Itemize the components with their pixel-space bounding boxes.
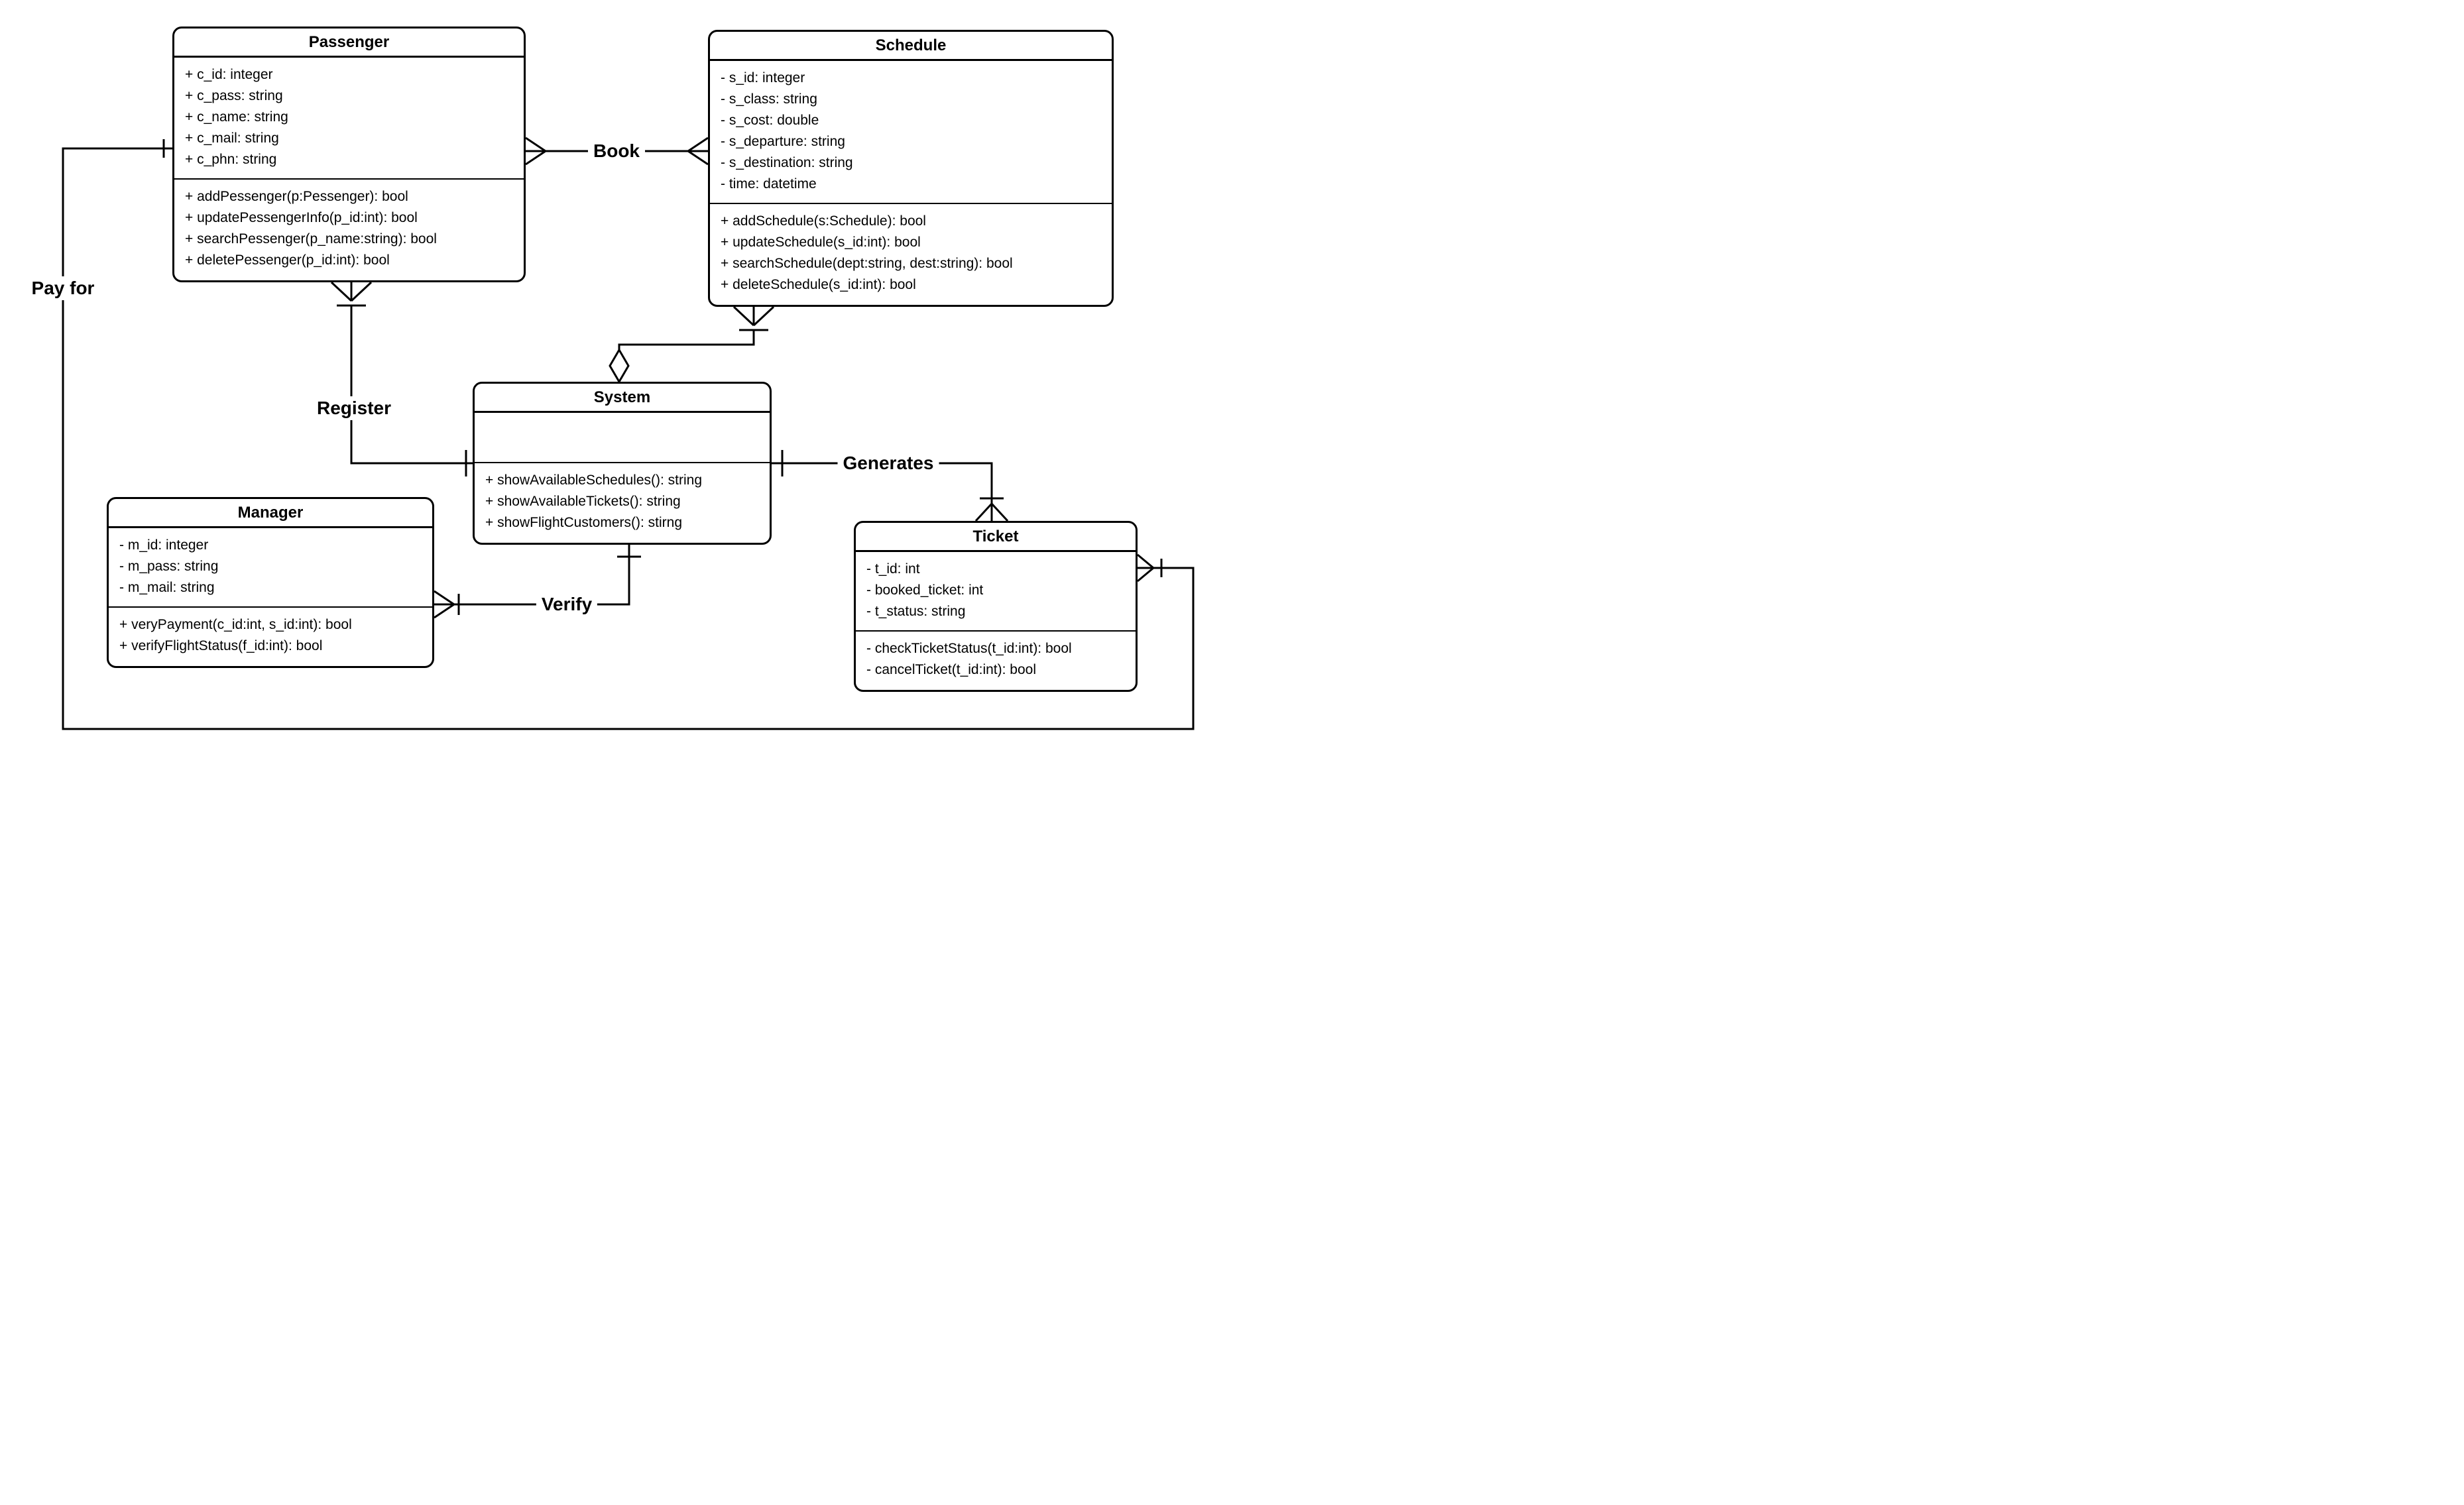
register-line bbox=[350, 306, 473, 465]
verify-relationship bbox=[434, 545, 641, 619]
method-row: + verifyFlightStatus(f_id:int): bool bbox=[119, 638, 323, 653]
attribute-row: - booked_ticket: int bbox=[866, 583, 984, 598]
method-row: + updatePessengerInfo(p_id:int): bool bbox=[185, 210, 418, 225]
passenger-attributes-section: + c_id: integer + c_pass: string + c_nam… bbox=[174, 58, 524, 180]
uml-class-diagram: Passenger + c_id: integer + c_pass: stri… bbox=[0, 0, 1232, 753]
ticket-attributes-section: - t_id: int - booked_ticket: int - t_sta… bbox=[856, 552, 1136, 632]
manager-methods-section: + veryPayment(c_id:int, s_id:int): bool … bbox=[109, 608, 432, 666]
method-row: + updateSchedule(s_id:int): bool bbox=[721, 235, 921, 250]
method-row: + deletePessenger(p_id:int): bool bbox=[185, 252, 390, 268]
crowfoot-many-passenger-bottom-icon bbox=[330, 281, 373, 302]
schedule-methods-section: + addSchedule(s:Schedule): bool + update… bbox=[710, 204, 1112, 305]
pay-for-relationship bbox=[62, 139, 1195, 730]
crowfoot-many-passenger-icon bbox=[525, 137, 546, 166]
schedule-class-title: Schedule bbox=[710, 32, 1112, 61]
manager-class-title: Manager bbox=[109, 499, 432, 528]
method-row: + showAvailableSchedules(): string bbox=[485, 473, 703, 488]
system-attributes-section bbox=[475, 413, 770, 463]
ticket-methods-section: - checkTicketStatus(t_id:int): bool - ca… bbox=[856, 632, 1136, 690]
aggregation-line bbox=[618, 330, 755, 350]
attribute-row: - t_status: string bbox=[866, 604, 966, 619]
crowfoot-many-ticket-top-icon bbox=[974, 502, 1009, 522]
register-relationship bbox=[330, 281, 473, 476]
method-row: - cancelTicket(t_id:int): bool bbox=[866, 662, 1036, 677]
attribute-row: - s_departure: string bbox=[721, 134, 845, 149]
verify-line bbox=[454, 545, 630, 606]
method-row: - checkTicketStatus(t_id:int): bool bbox=[866, 641, 1072, 656]
attribute-row: - s_destination: string bbox=[721, 155, 853, 170]
relationship-wires bbox=[62, 137, 1195, 730]
verify-relationship-label: Verify bbox=[536, 592, 598, 616]
attribute-row: - m_mail: string bbox=[119, 580, 215, 595]
attribute-row: - s_id: integer bbox=[721, 70, 805, 85]
schedule-attributes-section: - s_id: integer - s_class: string - s_co… bbox=[710, 61, 1112, 204]
crowfoot-many-ticket-icon bbox=[1137, 553, 1154, 583]
aggregation-diamond-icon bbox=[609, 348, 630, 384]
passenger-class-title: Passenger bbox=[174, 28, 524, 58]
system-methods-section: + showAvailableSchedules(): string + sho… bbox=[475, 463, 770, 543]
method-row: + addPessenger(p:Pessenger): bool bbox=[185, 189, 408, 204]
pay-for-line bbox=[62, 147, 1195, 730]
method-row: + searchPessenger(p_name:string): bool bbox=[185, 231, 437, 247]
attribute-row: + c_phn: string bbox=[185, 152, 277, 167]
attribute-row: - m_pass: string bbox=[119, 559, 219, 574]
system-class-box: System + showAvailableSchedules(): strin… bbox=[473, 382, 772, 545]
book-relationship-label: Book bbox=[588, 139, 645, 163]
register-relationship-label: Register bbox=[311, 396, 397, 420]
crowfoot-many-schedule-icon bbox=[687, 137, 709, 166]
schedule-system-aggregation bbox=[609, 306, 775, 384]
schedule-class-box: Schedule - s_id: integer - s_class: stri… bbox=[708, 30, 1114, 307]
method-row: + searchSchedule(dept:string, dest:strin… bbox=[721, 256, 1013, 271]
system-class-title: System bbox=[475, 384, 770, 413]
attribute-row: + c_mail: string bbox=[185, 131, 279, 146]
method-row: + addSchedule(s:Schedule): bool bbox=[721, 213, 926, 229]
attribute-row: - s_class: string bbox=[721, 91, 817, 107]
attribute-row: - time: datetime bbox=[721, 176, 817, 192]
ticket-class-title: Ticket bbox=[856, 523, 1136, 552]
crowfoot-many-schedule-bottom-icon bbox=[733, 306, 775, 327]
generates-relationship-label: Generates bbox=[837, 451, 939, 475]
passenger-class-box: Passenger + c_id: integer + c_pass: stri… bbox=[172, 27, 526, 282]
attribute-row: + c_name: string bbox=[185, 109, 288, 125]
crowfoot-many-manager-icon bbox=[434, 590, 455, 619]
attribute-row: - m_id: integer bbox=[119, 537, 209, 553]
attribute-row: - t_id: int bbox=[866, 561, 920, 577]
method-row: + showAvailableTickets(): string bbox=[485, 494, 681, 509]
method-row: + showFlightCustomers(): stirng bbox=[485, 515, 683, 530]
manager-class-box: Manager - m_id: integer - m_pass: string… bbox=[107, 497, 434, 668]
pay-for-relationship-label: Pay for bbox=[26, 276, 100, 300]
ticket-class-box: Ticket - t_id: int - booked_ticket: int … bbox=[854, 521, 1138, 692]
attribute-row: + c_pass: string bbox=[185, 88, 283, 103]
attribute-row: + c_id: integer bbox=[185, 67, 273, 82]
method-row: + veryPayment(c_id:int, s_id:int): bool bbox=[119, 617, 352, 632]
attribute-row: - s_cost: double bbox=[721, 113, 819, 128]
passenger-methods-section: + addPessenger(p:Pessenger): bool + upda… bbox=[174, 180, 524, 280]
manager-attributes-section: - m_id: integer - m_pass: string - m_mai… bbox=[109, 528, 432, 608]
method-row: + deleteSchedule(s_id:int): bool bbox=[721, 277, 916, 292]
